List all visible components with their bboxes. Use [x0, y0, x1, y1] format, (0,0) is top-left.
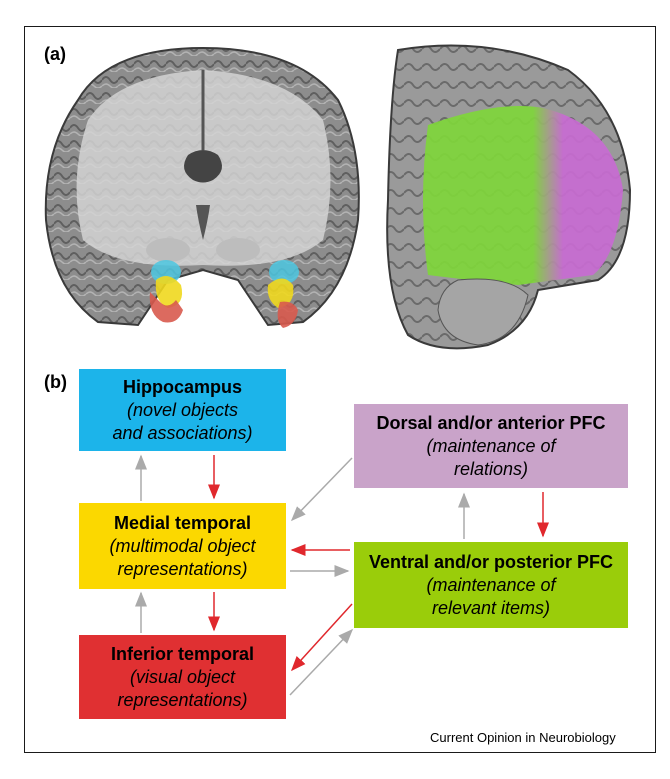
- ventral-title: Ventral and/or posterior PFC: [368, 551, 614, 572]
- hippocampus-title: Hippocampus: [122, 376, 242, 397]
- medial-sub1: (multimodal object: [109, 535, 256, 556]
- arrow-dorsal-to-medial: [290, 457, 353, 522]
- dorsal-title: Dorsal and/or anterior PFC: [376, 412, 606, 433]
- arrow-ventral-to-inferior: [290, 603, 353, 672]
- inferior-sub2: representations): [117, 689, 248, 710]
- inferior-title: Inferior temporal: [110, 643, 255, 664]
- hippocampus-box: Hippocampus (novel objects and associati…: [79, 369, 286, 451]
- journal-credit: Current Opinion in Neurobiology: [430, 730, 616, 745]
- panel-a-label: (a): [44, 44, 66, 64]
- ventral-sub2: relevant items): [431, 597, 551, 618]
- dorsal-sub2: relations): [453, 458, 529, 479]
- hippocampus-sub1: (novel objects: [126, 399, 239, 420]
- hippocampus-sub2: and associations): [112, 422, 253, 443]
- inferior-sub1: (visual object: [129, 666, 236, 687]
- inferior-temporal-box: Inferior temporal (visual object represe…: [79, 635, 286, 719]
- medial-sub2: representations): [117, 558, 248, 579]
- ventral-sub1: (maintenance of: [426, 574, 556, 595]
- panel-b-label: (b): [44, 372, 67, 392]
- lateral-brain-image: [368, 40, 643, 365]
- medial-temporal-box: Medial temporal (multimodal object repre…: [79, 503, 286, 589]
- coronal-brain-image: [38, 40, 368, 365]
- dorsal-sub1: (maintenance of: [426, 435, 556, 456]
- arrow-inferior-to-ventral: [289, 628, 354, 696]
- medial-title: Medial temporal: [113, 512, 252, 533]
- ventral-pfc-box: Ventral and/or posterior PFC (maintenanc…: [354, 542, 628, 628]
- dorsal-pfc-box: Dorsal and/or anterior PFC (maintenance …: [354, 404, 628, 488]
